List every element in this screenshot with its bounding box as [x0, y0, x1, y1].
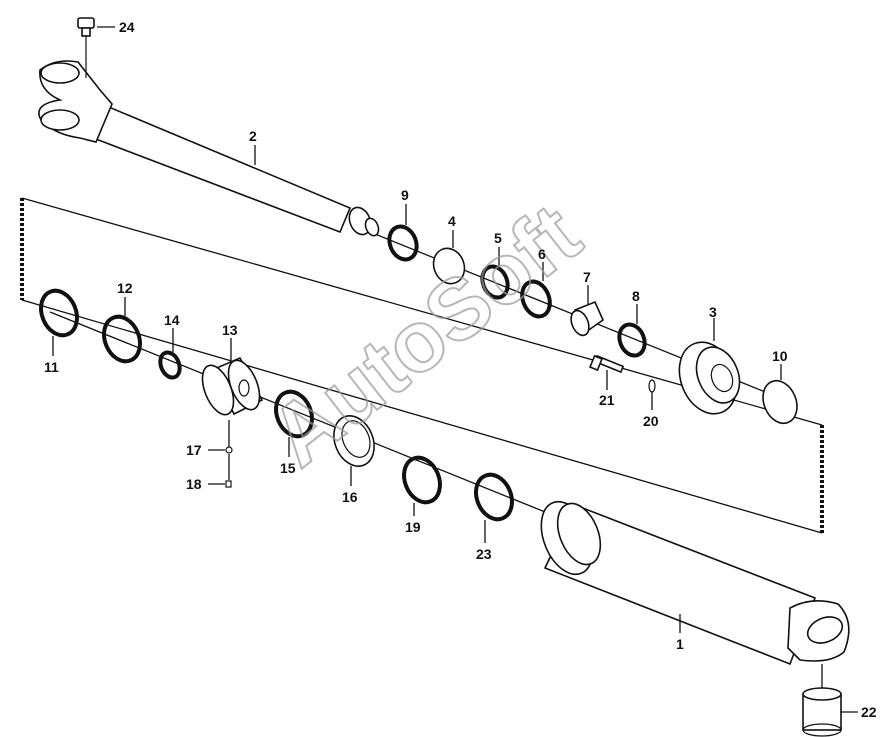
callout-19: 19 — [405, 519, 421, 535]
lower-axis — [49, 311, 561, 519]
ring-19 — [402, 455, 442, 505]
callout-2: 2 — [249, 128, 257, 144]
ring-23 — [474, 472, 514, 522]
callout-15: 15 — [280, 460, 296, 476]
callout-5: 5 — [494, 230, 502, 246]
cylinder-barrel — [540, 500, 850, 666]
callout-3: 3 — [709, 304, 717, 320]
ring-9 — [387, 224, 419, 262]
ring-12 — [102, 314, 142, 364]
ring-11 — [39, 288, 79, 338]
callout-20: 20 — [643, 413, 659, 429]
callout-24: 24 — [119, 19, 135, 35]
callout-13: 13 — [222, 322, 238, 338]
washer-20 — [648, 379, 656, 393]
callout-22: 22 — [861, 704, 877, 720]
bushing-22 — [802, 687, 842, 737]
ball-17 — [225, 446, 233, 454]
cylinder-head — [678, 341, 741, 415]
callout-18: 18 — [186, 476, 202, 492]
bushing-7 — [570, 300, 604, 337]
callout-7: 7 — [583, 269, 591, 285]
callout-16: 16 — [342, 489, 358, 505]
ring-15 — [274, 389, 314, 439]
callout-12: 12 — [117, 280, 133, 296]
callout-11: 11 — [44, 359, 59, 375]
bracket-bottom-line — [21, 299, 823, 534]
watermark-text: AutoSoft — [253, 186, 598, 485]
guide-ring-16 — [333, 415, 375, 467]
grease-nipple — [77, 17, 95, 78]
piston-rod — [38, 60, 380, 237]
cover-disc-10 — [762, 379, 798, 425]
piston-13 — [201, 356, 264, 416]
callout-6: 6 — [538, 246, 546, 262]
ring-14 — [158, 350, 182, 380]
callout-10: 10 — [772, 348, 788, 364]
callout-4: 4 — [448, 213, 456, 229]
bolt-21 — [589, 354, 625, 374]
ring-6 — [520, 279, 552, 319]
callout-23: 23 — [476, 546, 492, 562]
callout-1: 1 — [676, 636, 684, 652]
ring-8 — [617, 322, 647, 358]
callout-17: 17 — [186, 442, 202, 458]
callout-8: 8 — [632, 288, 640, 304]
ring-5 — [480, 264, 510, 300]
callout-9: 9 — [401, 187, 409, 203]
callout-14: 14 — [164, 312, 180, 328]
plug-18 — [225, 480, 232, 488]
disc-4 — [432, 247, 466, 285]
callout-21: 21 — [599, 392, 615, 408]
